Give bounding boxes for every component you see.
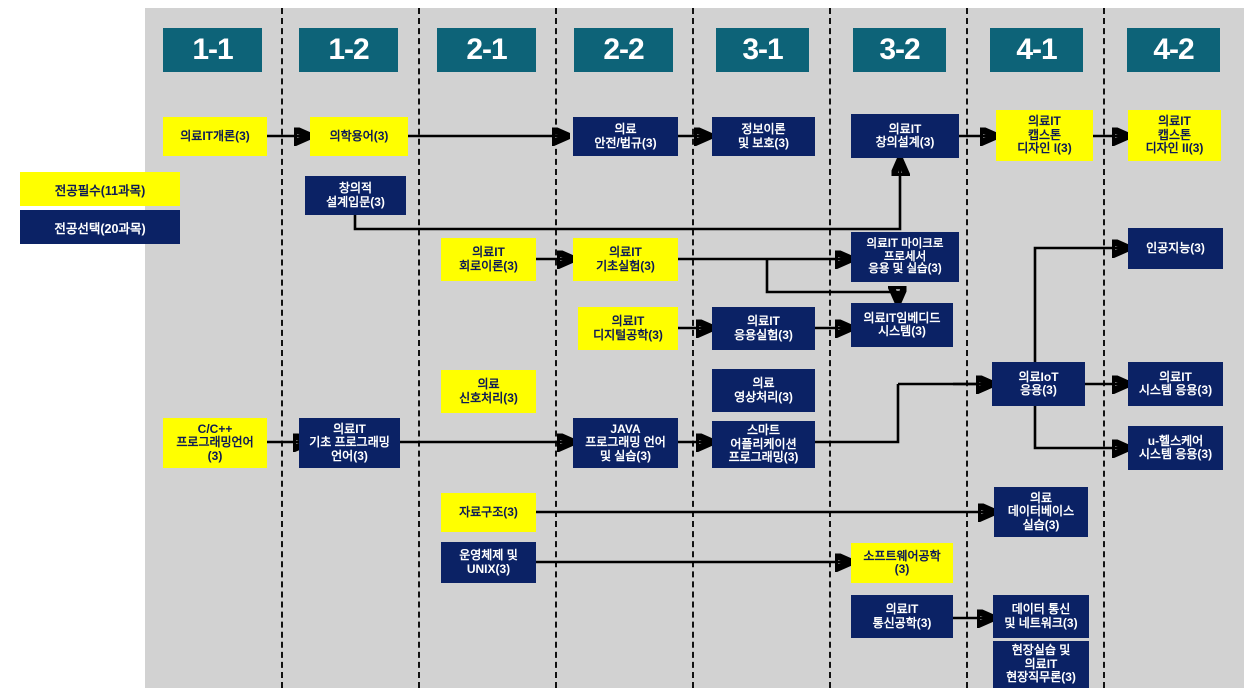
semester-header-4-2: 4-2 (1127, 28, 1220, 72)
legend-required: 전공필수(11과목) (20, 172, 180, 206)
semester-header-2-1: 2-1 (437, 28, 536, 72)
column-divider (966, 8, 968, 688)
course-node-c1[interactable]: 의료IT개론(3) (163, 117, 267, 156)
semester-header-2-2: 2-2 (574, 28, 673, 72)
column-divider (829, 8, 831, 688)
column-divider (692, 8, 694, 688)
semester-header-3-2: 3-2 (853, 28, 946, 72)
course-node-c2[interactable]: C/C++프로그래밍언어(3) (163, 418, 267, 468)
column-divider (555, 8, 557, 688)
semester-header-1-1: 1-1 (163, 28, 262, 72)
course-node-c9[interactable]: 자료구조(3) (441, 493, 536, 532)
course-node-c3[interactable]: 의학용어(3) (310, 117, 408, 156)
column-divider (1103, 8, 1105, 688)
course-node-c21[interactable]: 소프트웨어공학(3) (851, 543, 953, 583)
semester-header-3-1: 3-1 (716, 28, 809, 72)
column-divider (418, 8, 420, 688)
legend-elective: 전공선택(20과목) (20, 210, 180, 244)
course-node-c29[interactable]: 인공지능(3) (1128, 228, 1223, 269)
column-divider (281, 8, 283, 688)
semester-header-1-2: 1-2 (299, 28, 398, 72)
semester-header-4-1: 4-1 (990, 28, 1083, 72)
